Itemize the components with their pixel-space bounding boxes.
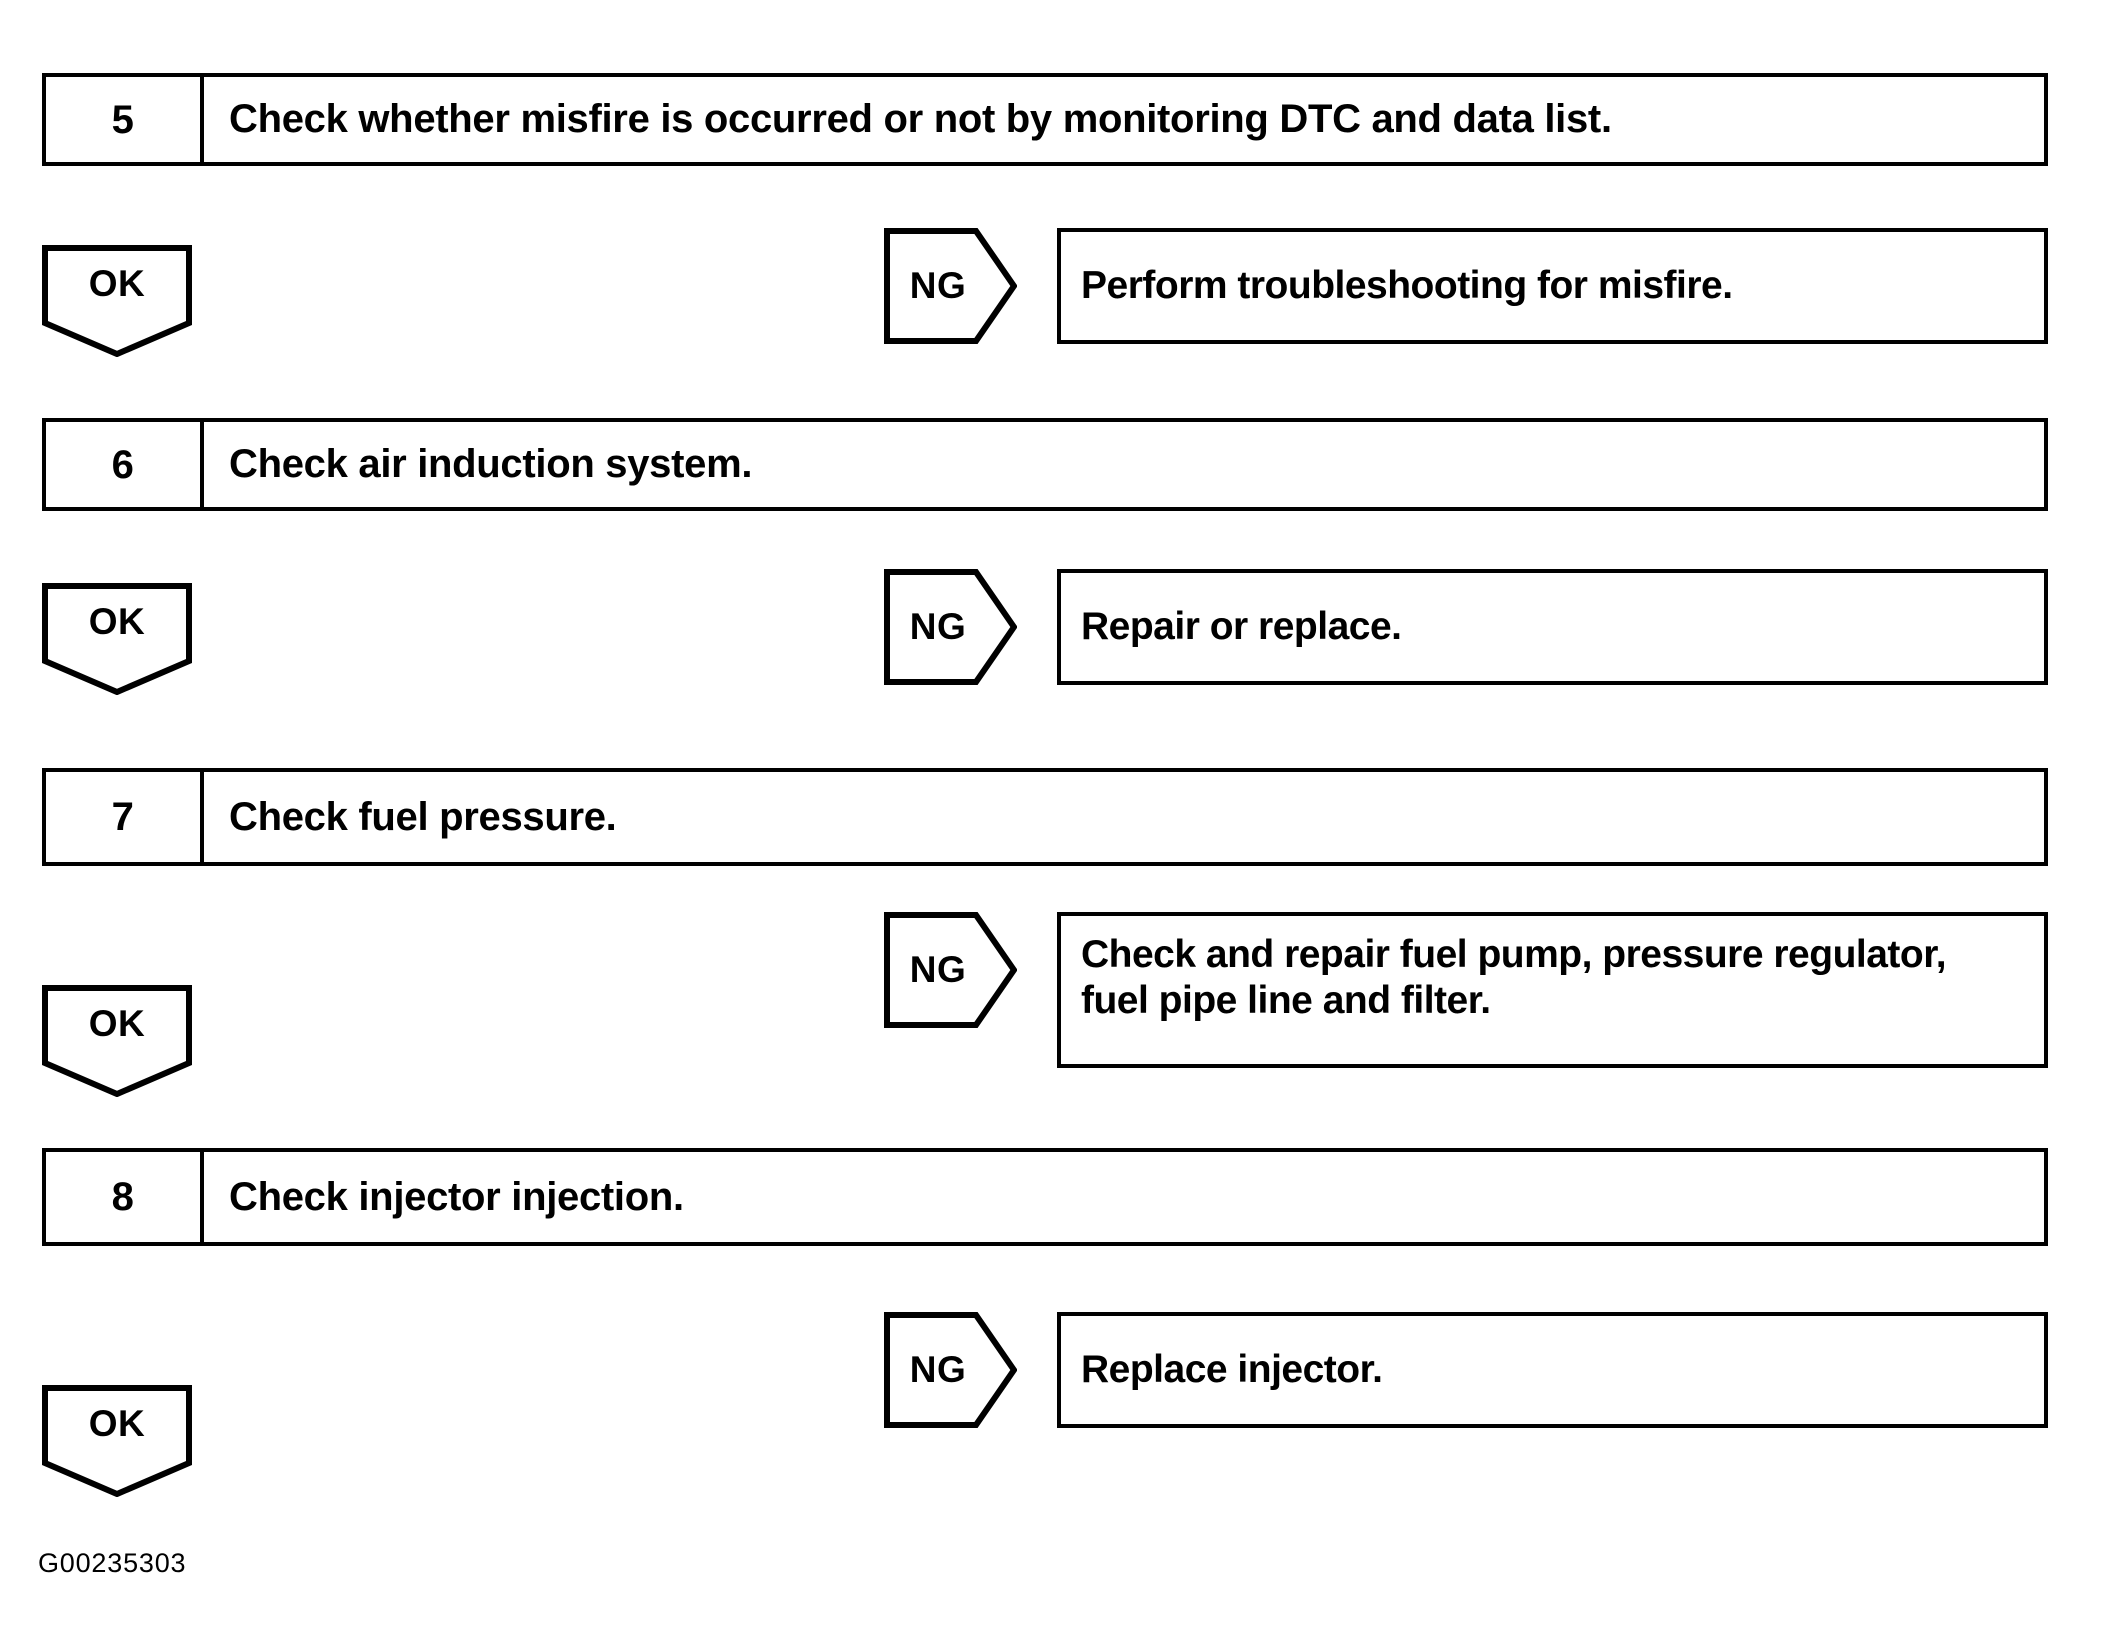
ok-branch-6: OK xyxy=(42,583,192,695)
ng-label: NG xyxy=(909,949,967,990)
ng-label: NG xyxy=(909,1349,967,1390)
ng-result-line: Check and repair fuel pump, pressure reg… xyxy=(1081,933,1947,976)
document-reference-code: G00235303 xyxy=(38,1548,187,1578)
ng-result-text: Check and repair fuel pump, pressure reg… xyxy=(1081,916,1947,1024)
ng-result-5: Perform troubleshooting for misfire. xyxy=(1057,228,2048,344)
ng-result-line: fuel pipe line and filter. xyxy=(1081,979,1491,1023)
ng-branch-8: NG xyxy=(884,1312,1017,1428)
ng-result-text: Replace injector. xyxy=(1081,1347,1383,1393)
ng-branch-5: NG xyxy=(884,228,1017,344)
step-description: Check injector injection. xyxy=(229,1174,684,1219)
ng-result-8: Replace injector. xyxy=(1057,1312,2048,1428)
ok-pentagon-icon xyxy=(42,1385,192,1497)
step-row-7: 7 Check fuel pressure. xyxy=(42,768,2048,866)
ng-branch-7: NG xyxy=(884,912,1017,1028)
ok-label: OK xyxy=(88,1003,146,1044)
ok-label: OK xyxy=(88,1403,146,1444)
step-row-8: 8 Check injector injection. xyxy=(42,1148,2048,1246)
ng-result-line: Perform troubleshooting for misfire. xyxy=(1081,263,1733,307)
step-number-cell: 5 xyxy=(46,77,204,162)
ok-branch-7: OK xyxy=(42,985,192,1097)
ng-result-text: Perform troubleshooting for misfire. xyxy=(1081,263,1733,309)
ok-label: OK xyxy=(88,601,146,642)
step-number: 5 xyxy=(111,97,135,142)
ng-arrow-icon xyxy=(884,228,1017,344)
ng-arrow-icon xyxy=(884,569,1017,685)
ng-arrow-icon xyxy=(884,1312,1017,1428)
step-number: 8 xyxy=(111,1175,135,1219)
ok-label: OK xyxy=(88,263,146,304)
step-description: Check air induction system. xyxy=(229,442,753,487)
step-row-6: 6 Check air induction system. xyxy=(42,418,2048,511)
step-description: Check fuel pressure. xyxy=(229,794,617,839)
step-number-cell: 7 xyxy=(46,772,204,862)
step-number: 7 xyxy=(111,795,135,839)
step-number-cell: 8 xyxy=(46,1152,204,1242)
ng-result-line: Replace injector. xyxy=(1081,1347,1383,1391)
ng-result-line: Repair or replace. xyxy=(1081,604,1402,648)
step-description: Check whether misfire is occurred or not… xyxy=(229,97,1612,142)
ok-pentagon-icon xyxy=(42,245,192,357)
step-row-5: 5 Check whether misfire is occurred or n… xyxy=(42,73,2048,166)
ng-label: NG xyxy=(909,265,967,306)
ng-result-6: Repair or replace. xyxy=(1057,569,2048,685)
ok-branch-5: OK xyxy=(42,245,192,357)
step-text-cell: Check injector injection. xyxy=(204,1152,2044,1242)
ok-branch-8: OK xyxy=(42,1385,192,1497)
step-number-cell: 6 xyxy=(46,422,204,507)
ok-pentagon-icon xyxy=(42,985,192,1097)
step-text-cell: Check air induction system. xyxy=(204,422,2044,507)
ng-arrow-icon xyxy=(884,912,1017,1028)
ng-result-text: Repair or replace. xyxy=(1081,604,1402,650)
ng-label: NG xyxy=(909,606,967,647)
ng-result-7: Check and repair fuel pump, pressure reg… xyxy=(1057,912,2048,1068)
ok-pentagon-icon xyxy=(42,583,192,695)
step-text-cell: Check fuel pressure. xyxy=(204,772,2044,862)
ng-branch-6: NG xyxy=(884,569,1017,685)
step-text-cell: Check whether misfire is occurred or not… xyxy=(204,77,2044,162)
step-number: 6 xyxy=(111,442,135,487)
